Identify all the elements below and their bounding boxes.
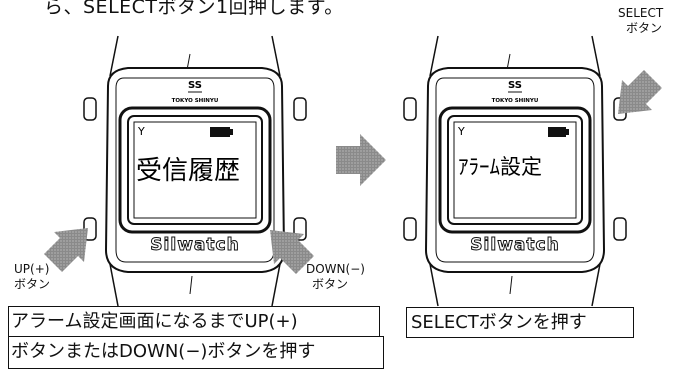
brand-logo-mark: SS xyxy=(188,80,202,91)
antenna-icon: Y xyxy=(457,125,465,138)
caption-step-1-line-1: アラーム設定画面になるまでUP(+) xyxy=(8,306,380,337)
up-button-label: UP(+) ボタン xyxy=(14,262,51,291)
watch-illustration-left: SS TOKYO SHINYU Y 受信履歴 Silwatch xyxy=(83,35,307,307)
caption-step-1-line-2: ボタンまたはDOWN(−)ボタンを押す xyxy=(8,336,384,369)
antenna-icon: Y xyxy=(137,125,145,138)
next-step-arrow-icon xyxy=(336,134,386,186)
watch-illustration-right: SS TOKYO SHINYU Y ｱﾗｰﾑ設定 Silwatch xyxy=(403,35,627,307)
battery-icon xyxy=(548,127,569,137)
screen-menu-text: 受信履歴 xyxy=(136,156,240,186)
brand-logo-mark: SS xyxy=(508,80,522,91)
brand-name: TOKYO SHINYU xyxy=(492,98,539,104)
battery-icon xyxy=(210,127,233,137)
screen-menu-text: ｱﾗｰﾑ設定 xyxy=(458,155,542,179)
brand-name: TOKYO SHINYU xyxy=(172,98,219,104)
caption-step-2: SELECTボタンを押す xyxy=(406,307,634,338)
silwatch-wordmark: Silwatch xyxy=(150,235,239,255)
select-button-label: SELECT ボタン xyxy=(618,6,664,35)
down-button-label: DOWN(−) ボタン xyxy=(306,262,365,291)
instruction-text: ら、SELECTボタン1回押します。 xyxy=(44,0,344,18)
silwatch-wordmark: Silwatch xyxy=(470,235,559,255)
